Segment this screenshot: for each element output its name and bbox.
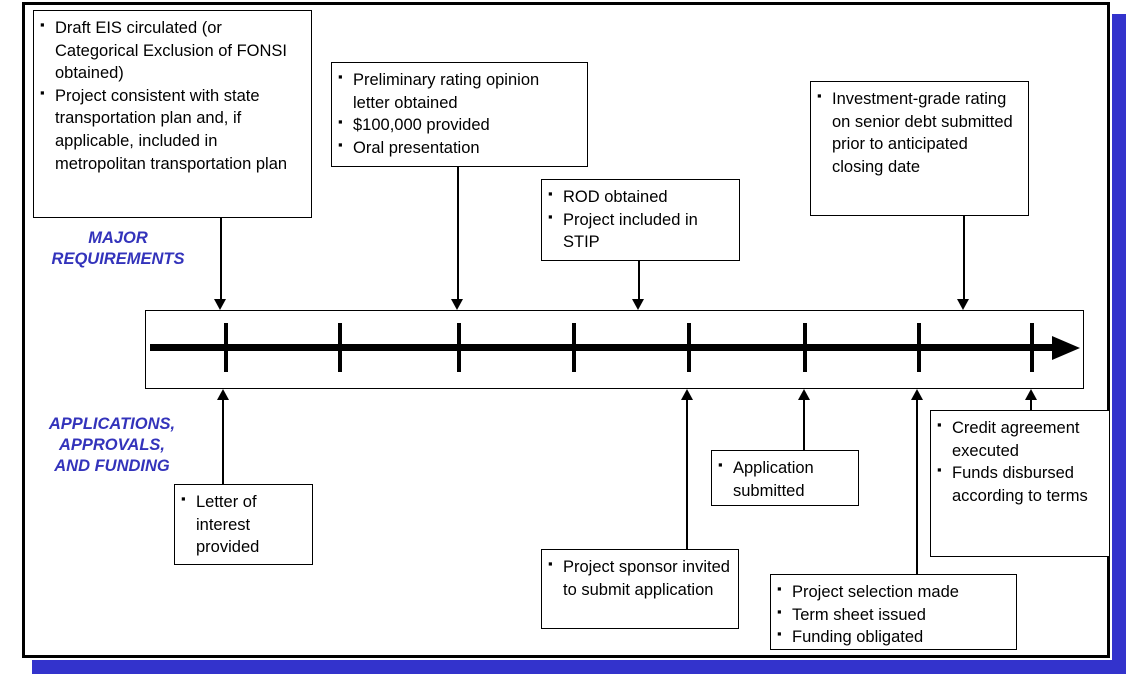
funding-box-project-sponsor-invited: Project sponsor invited to submit applic… [541,549,739,629]
requirement-item: Preliminary rating opinion letter obtain… [337,68,580,114]
funding-item: Funds disbursed according to terms [936,461,1102,507]
funding-item: Project sponsor invited to submit applic… [547,555,731,601]
arrow-up-icon-application-submitted [798,389,810,400]
section-label-major-requirements-line2: REQUIREMENTS [51,250,185,269]
timeline-tick-2 [338,323,342,372]
section-label-major-requirements-line1: MAJOR [88,229,148,247]
requirement-item: Project included in STIP [547,208,732,254]
funding-item: Letter of interest provided [180,490,305,559]
timeline-tick-7 [917,323,921,372]
timeline-tick-6 [803,323,807,372]
arrow-up-icon-project-selection [911,389,923,400]
section-label-major-requirements: MAJOR REQUIREMENTS [18,228,218,270]
arrow-down-icon-draft-eis [214,299,226,310]
funding-box-application-submitted: Application submitted [711,450,859,506]
funding-item: Term sheet issued [776,603,1009,627]
timeline-tick-3 [457,323,461,372]
requirement-box-investment-grade-rating: Investment-grade rating on senior debt s… [810,81,1029,216]
funding-item: Credit agreement executed [936,416,1102,462]
arrow-up-icon-letter-of-interest [217,389,229,400]
arrow-up-icon-credit-agreement [1025,389,1037,400]
section-label-applications-line3: AND FUNDING [54,457,170,476]
funding-item: Application submitted [717,456,851,502]
funding-item: Funding obligated [776,625,1009,649]
slide-shadow-right [1112,14,1126,674]
timeline-axis-line [150,344,1058,351]
arrow-down-icon-rod-obtained [632,299,644,310]
arrow-down-icon-preliminary-rating [451,299,463,310]
requirement-item: ROD obtained [547,185,732,209]
funding-item: Project selection made [776,580,1009,604]
requirement-box-preliminary-rating: Preliminary rating opinion letter obtain… [331,62,588,167]
requirement-box-draft-eis: Draft EIS circulated (or Categorical Exc… [33,10,312,218]
timeline-tick-1 [224,323,228,372]
connector-project-sponsor-invited [686,399,688,549]
connector-application-submitted [803,399,805,450]
requirement-item: Investment-grade rating on senior debt s… [816,87,1021,178]
funding-box-project-selection: Project selection made Term sheet issued… [770,574,1017,650]
section-label-applications-approvals-funding: APPLICATIONS, APPROVALS, AND FUNDING [12,414,212,477]
connector-rod-obtained [638,261,640,301]
requirement-item: Project consistent with state transporta… [39,84,304,175]
connector-project-selection [916,399,918,574]
requirement-item: $100,000 provided [337,113,580,137]
connector-letter-of-interest [222,399,224,484]
timeline-tick-4 [572,323,576,372]
connector-credit-agreement [1030,399,1032,410]
requirement-box-rod-obtained: ROD obtained Project included in STIP [541,179,740,261]
connector-investment-grade-rating [963,216,965,301]
timeline-tick-8 [1030,323,1034,372]
requirement-item: Oral presentation [337,136,580,160]
arrow-down-icon-investment-grade-rating [957,299,969,310]
slide-shadow-bottom [32,660,1126,674]
timeline-tick-5 [687,323,691,372]
section-label-applications-line2: APPROVALS, [58,436,166,455]
connector-draft-eis [220,218,222,301]
funding-box-letter-of-interest: Letter of interest provided [174,484,313,565]
arrow-up-icon-project-sponsor-invited [681,389,693,400]
connector-preliminary-rating [457,167,459,301]
section-label-applications-line1: APPLICATIONS, [48,415,176,433]
timeline-right-arrow-icon [1052,336,1080,360]
requirement-item: Draft EIS circulated (or Categorical Exc… [39,16,304,85]
funding-box-credit-agreement: Credit agreement executed Funds disburse… [930,410,1110,557]
